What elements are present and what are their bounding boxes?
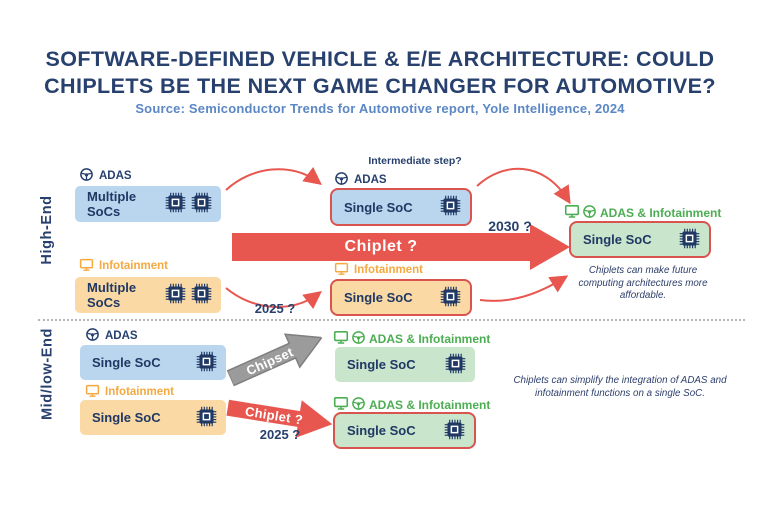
- chip-icon: [440, 195, 461, 219]
- monitor-icon: [333, 329, 349, 348]
- chip-icon: [191, 192, 212, 216]
- chip-icon: [165, 283, 186, 307]
- page-title-line1: SOFTWARE-DEFINED VEHICLE & E/E ARCHITECT…: [45, 47, 715, 71]
- chipset-arrow: Chipset: [222, 319, 330, 396]
- domain-label-adas-high: ADAS: [79, 167, 132, 185]
- page-title: SOFTWARE-DEFINED VEHICLE & E/E ARCHITECT…: [0, 46, 760, 100]
- year-label-2025-high: 2025 ?: [254, 301, 296, 316]
- year-label-2025-low: 2025 ?: [259, 427, 301, 442]
- chipset-arrow-label: Chipset: [243, 343, 296, 378]
- intermediate-step-caption: Intermediate step?: [368, 155, 462, 167]
- steering-wheel-icon: [334, 171, 349, 189]
- domain-label-adas-infotainment-high: ADAS & Infotainment: [564, 203, 721, 222]
- chip-icon: [445, 353, 466, 377]
- domain-label-infotainment-low: Infotainment: [85, 383, 174, 401]
- domain-label-adas-infotainment-low-2: ADAS & Infotainment: [333, 395, 490, 414]
- curve-arrow-bottom-left: [225, 287, 322, 310]
- soc-box-result-low-1: Single SoC: [335, 347, 475, 382]
- curve-arrow-top-right: [476, 167, 571, 205]
- soc-box-result-low-2: Single SoC: [333, 412, 476, 449]
- monitor-icon: [334, 261, 349, 279]
- soc-box-adas-single-intermediate: Single SoC: [330, 188, 472, 226]
- soc-box-result-high: Single SoC: [569, 221, 711, 258]
- soc-box-adas-single-low: Single SoC: [80, 345, 226, 380]
- steering-wheel-icon: [351, 396, 366, 414]
- soc-box-infotainment-single-intermediate: Single SoC: [330, 279, 472, 316]
- chip-icon: [444, 419, 465, 443]
- steering-wheel-icon: [351, 330, 366, 348]
- steering-wheel-icon: [79, 167, 94, 185]
- note-mid-low-end: Chiplets can simplify the integration of…: [513, 375, 727, 399]
- soc-box-adas-multiple: Multiple SoCs: [75, 186, 221, 222]
- curve-arrow-bottom-right: [479, 275, 569, 302]
- chip-icon: [440, 286, 461, 310]
- chiplet-main-arrow-label: Chiplet ?: [344, 238, 418, 255]
- source-line: Source: Semiconductor Trends for Automot…: [135, 101, 625, 116]
- domain-label-infotainment-high: Infotainment: [79, 257, 168, 275]
- domain-label-adas-infotainment-low-1: ADAS & Infotainment: [333, 329, 490, 348]
- chip-icon: [196, 406, 217, 430]
- steering-wheel-icon: [582, 204, 597, 222]
- monitor-icon: [564, 203, 580, 222]
- page-title-line2: CHIPLETS BE THE NEXT GAME CHANGER FOR AU…: [44, 74, 716, 98]
- chiplet-main-arrow: Chiplet ?: [232, 222, 572, 272]
- chiplet-arrow-low: Chiplet ?: [224, 387, 335, 445]
- section-label-high-end: High-End: [39, 195, 55, 265]
- domain-label-infotainment-mid-step: Infotainment: [334, 261, 423, 279]
- soc-box-infotainment-multiple: Multiple SoCs: [75, 277, 221, 313]
- soc-box-infotainment-single-low: Single SoC: [80, 400, 226, 435]
- steering-wheel-icon: [85, 327, 100, 345]
- section-divider: [38, 319, 745, 321]
- note-high-end: Chiplets can make future computing archi…: [578, 265, 708, 301]
- domain-label-adas-mid-step: ADAS: [334, 171, 387, 189]
- chip-icon: [196, 351, 217, 375]
- chip-icon: [165, 192, 186, 216]
- chip-icon: [191, 283, 212, 307]
- monitor-icon: [85, 383, 100, 401]
- monitor-icon: [79, 257, 94, 275]
- section-label-mid-low-end: Mid/low-End: [39, 328, 56, 420]
- domain-label-adas-low: ADAS: [85, 327, 138, 345]
- chip-icon: [679, 228, 700, 252]
- curve-arrow-top-left: [225, 166, 322, 191]
- year-label-2030: 2030 ?: [488, 218, 532, 234]
